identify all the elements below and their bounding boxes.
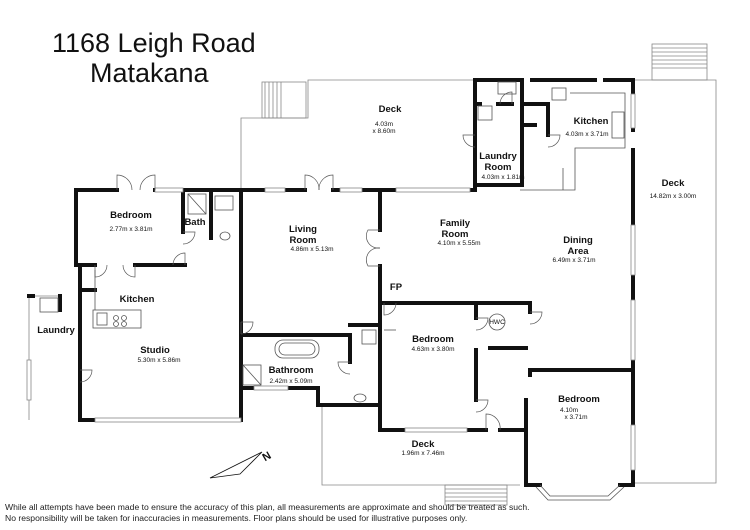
room-dims-bedroom-right-2: x 3.71m — [564, 414, 587, 421]
disclaimer-line-2: No responsibility will be taken for inac… — [5, 513, 468, 523]
room-name-kitchen-main: Kitchen — [574, 116, 609, 127]
disclaimer-line-1: While all attempts have been made to ens… — [5, 502, 530, 512]
room-name-kitchen-studio: Kitchen — [120, 294, 155, 305]
room-dims-laundry-room: 4.03m x 1.81m — [482, 174, 525, 181]
walls — [27, 78, 635, 487]
compass: N — [209, 450, 274, 484]
room-labels: Deck 4.03m x 8.60m Kitchen 4.03m x 3.71m… — [37, 104, 696, 457]
room-dims-deck-top-1: 4.03m — [375, 121, 393, 128]
room-name-living-1: Living — [289, 224, 317, 235]
room-name-laundry-room-1: Laundry — [479, 151, 517, 162]
room-name-living-2: Room — [290, 235, 317, 246]
room-dims-bedroom-mid: 4.63m x 3.80m — [412, 346, 455, 353]
fixtures — [39, 81, 626, 403]
room-dims-deck-bottom: 1.96m x 7.46m — [402, 450, 445, 457]
room-dims-family: 4.10m x 5.55m — [438, 240, 481, 247]
room-dims-bedroom-left: 2.77m x 3.81m — [110, 226, 153, 233]
room-name-family-1: Family — [440, 218, 471, 229]
room-name-bedroom-left: Bedroom — [110, 210, 152, 221]
room-name-dining-1: Dining — [563, 235, 593, 246]
room-name-bedroom-mid: Bedroom — [412, 334, 454, 345]
plan-title-locality: Matakana — [90, 58, 209, 88]
room-name-laundry-room-2: Room — [485, 162, 512, 173]
room-name-bath: Bath — [184, 217, 205, 228]
room-name-dining-2: Area — [567, 246, 589, 257]
room-name-deck-bottom: Deck — [412, 439, 435, 450]
room-name-bathroom: Bathroom — [269, 365, 314, 376]
room-dims-kitchen-main: 4.03m x 3.71m — [566, 131, 609, 138]
fireplace-label: FP — [390, 282, 403, 293]
room-dims-bedroom-right-1: 4.10m — [560, 407, 578, 414]
hwc-label: HWC — [489, 319, 505, 326]
compass-north-label: N — [261, 450, 274, 464]
room-dims-bathroom: 2.42m x 5.09m — [270, 378, 313, 385]
room-name-studio: Studio — [140, 345, 170, 356]
windows — [26, 93, 636, 471]
plan-title-address: 1168 Leigh Road — [52, 28, 256, 58]
room-name-deck-right: Deck — [662, 178, 685, 189]
disclaimer: While all attempts have been made to ens… — [5, 502, 530, 524]
room-name-family-2: Room — [442, 229, 469, 240]
room-dims-studio: 5.30m x 5.86m — [138, 357, 181, 364]
doors — [79, 91, 561, 431]
room-name-laundry-left: Laundry — [37, 325, 75, 336]
bay-window — [539, 484, 621, 497]
room-name-deck-top: Deck — [379, 104, 402, 115]
room-dims-dining: 6.49m x 3.71m — [553, 257, 596, 264]
room-name-bedroom-right: Bedroom — [558, 394, 600, 405]
room-dims-living: 4.86m x 5.13m — [291, 246, 334, 253]
deck-outlines — [28, 43, 717, 506]
room-dims-deck-top-2: x 8.60m — [372, 128, 395, 135]
room-dims-deck-right: 14.82m x 3.00m — [650, 193, 697, 200]
